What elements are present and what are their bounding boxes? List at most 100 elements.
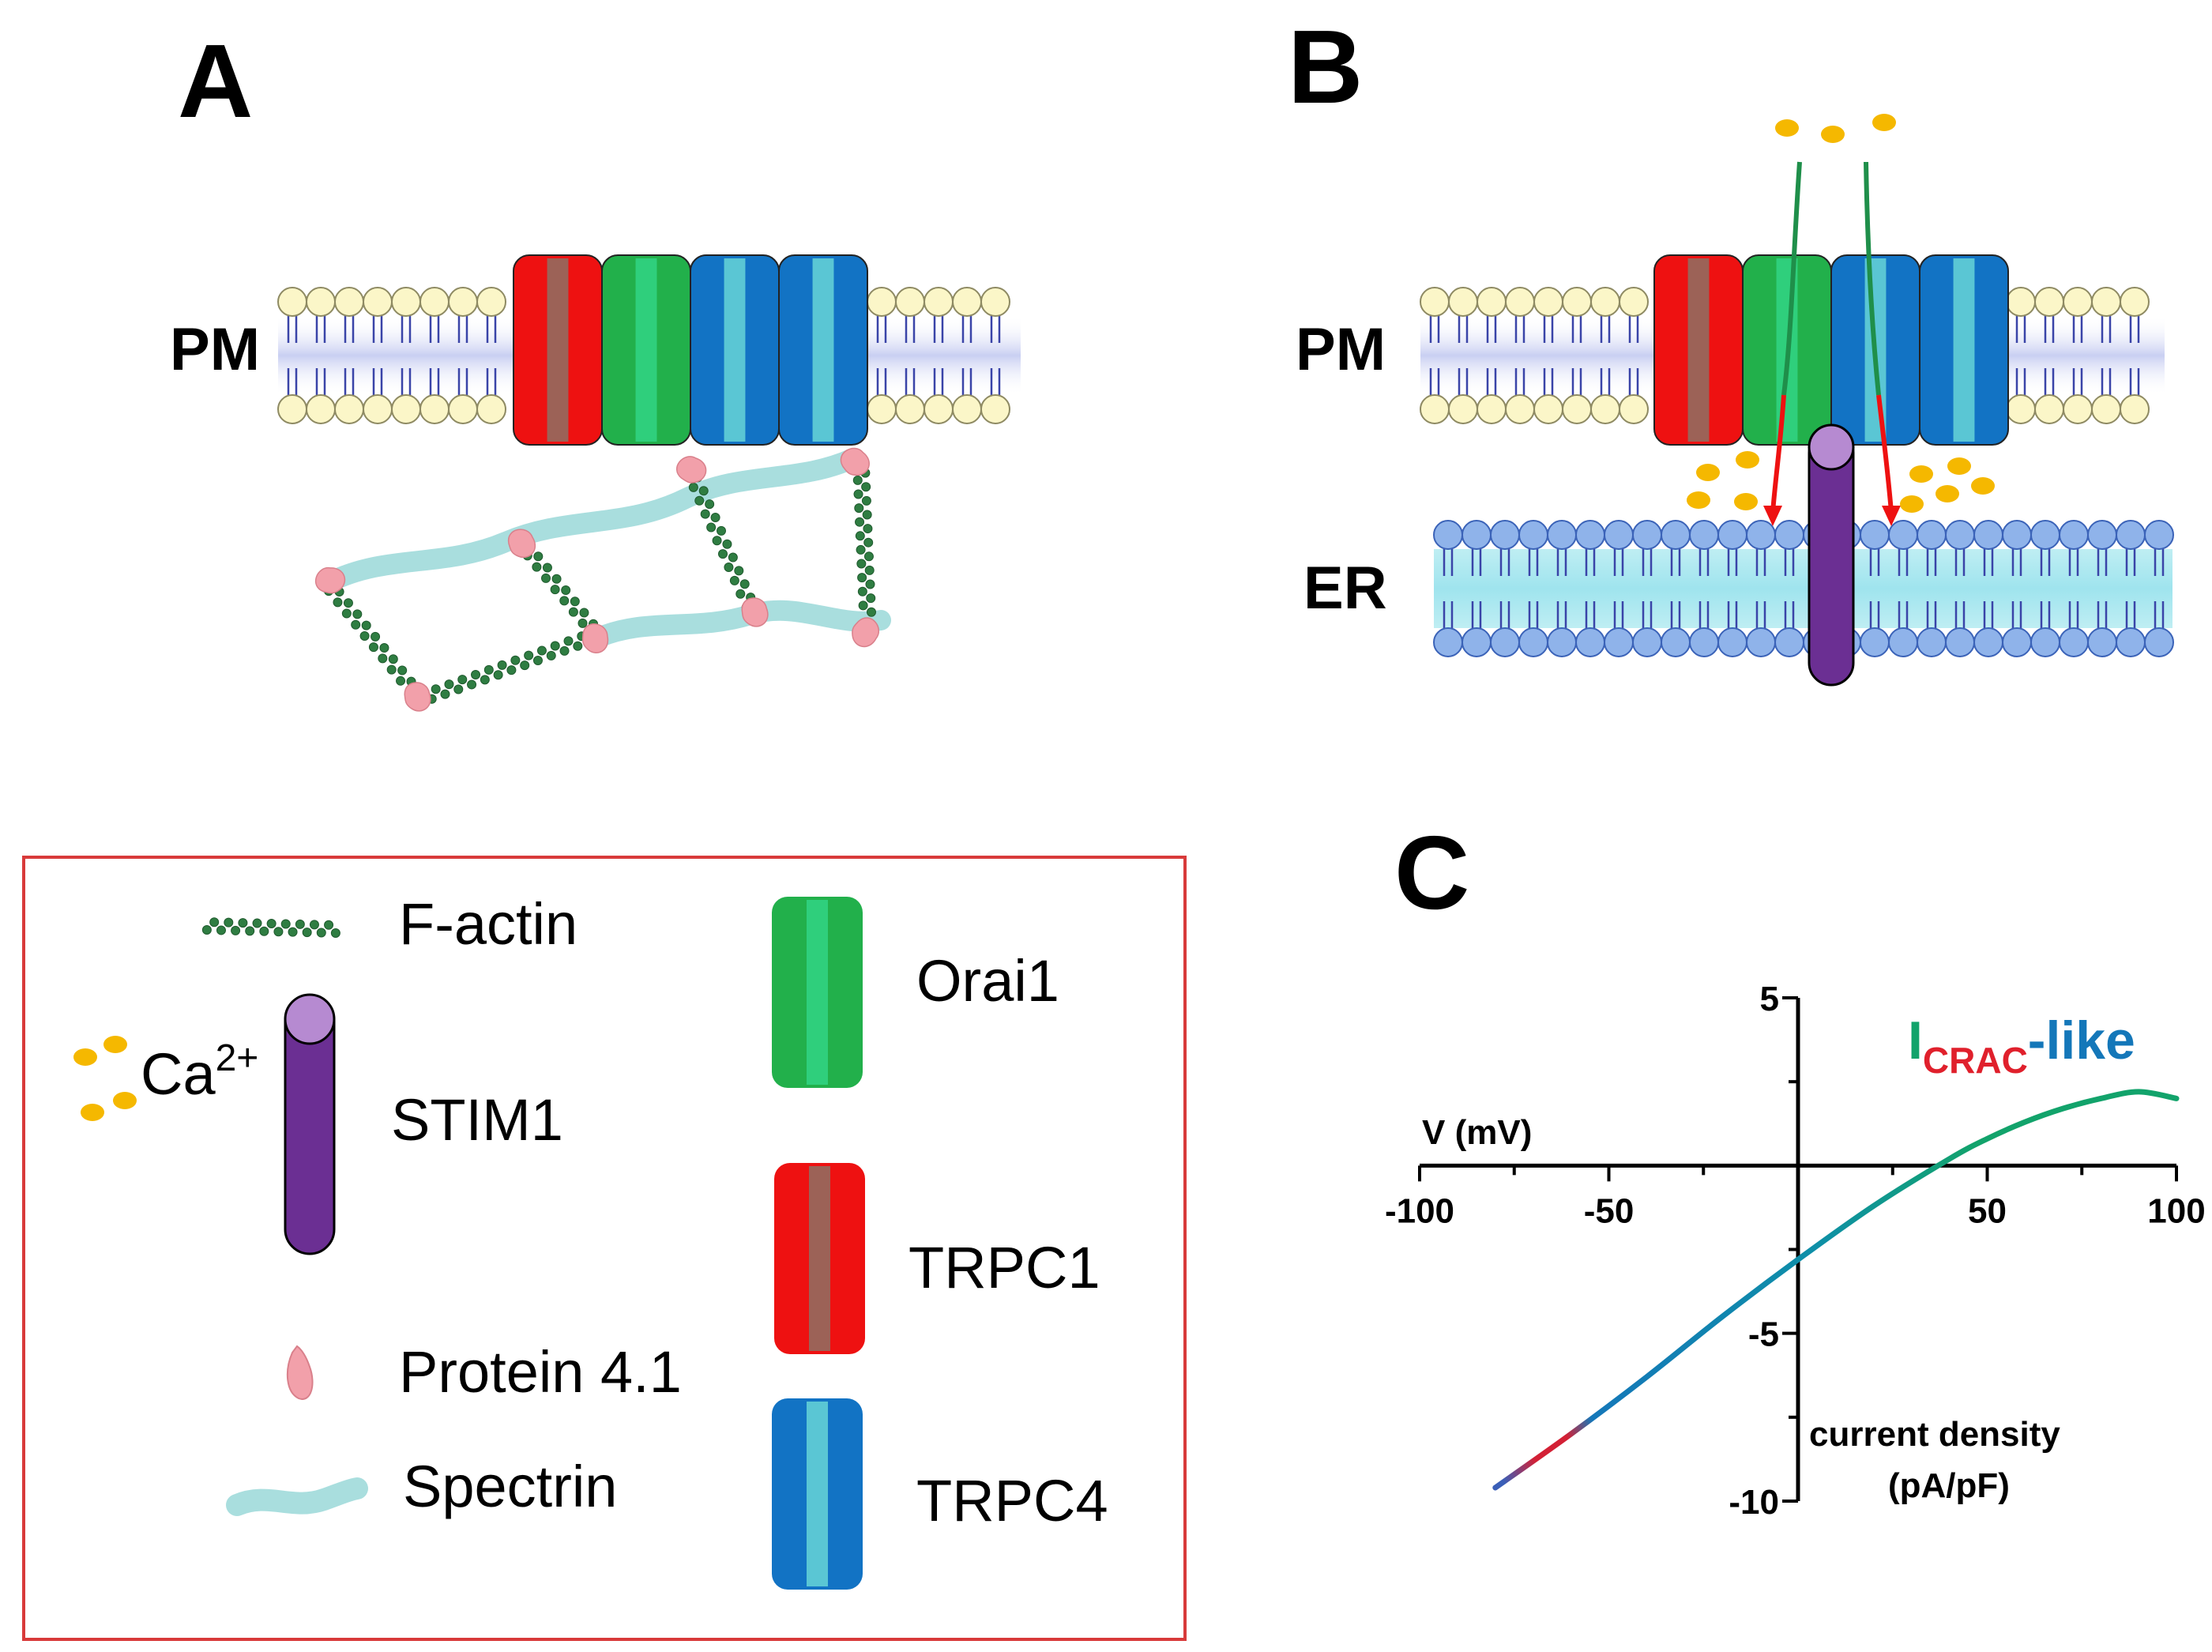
lipid-head <box>1717 520 1747 550</box>
actin-monomer <box>866 607 876 617</box>
lipid-tail <box>1471 601 1482 628</box>
lipid-tail <box>486 368 497 395</box>
lipid-head <box>867 287 897 317</box>
stim1-swatch <box>284 993 336 1255</box>
lipid-head <box>1433 627 1463 657</box>
lipid-head <box>1632 627 1662 657</box>
lipid-tail <box>1543 368 1554 395</box>
lipid-head <box>2116 627 2146 657</box>
actin-monomer <box>550 641 560 651</box>
actin-monomer <box>542 563 552 573</box>
lipid-head <box>476 394 506 424</box>
lipid-tail <box>1898 601 1909 628</box>
lipid-head <box>391 287 421 317</box>
actin-monomer <box>371 631 381 642</box>
actin-monomer <box>862 510 872 520</box>
actin-monomer <box>551 574 562 584</box>
lipid-head <box>1462 627 1492 657</box>
lipid-tail <box>1556 549 1567 576</box>
trpc1-subunit <box>513 254 603 446</box>
bilayer-core <box>2007 316 2165 395</box>
actin-monomer <box>352 609 363 619</box>
swatch-pore <box>809 1166 830 1351</box>
panel-a-pm-label: PM <box>170 316 260 383</box>
lipid-tail <box>401 316 412 343</box>
lipid-tail <box>2015 368 2026 395</box>
calcium-ion <box>1696 464 1720 481</box>
calcium-ion <box>1971 477 1995 495</box>
actin-monomer <box>722 539 732 549</box>
actin-monomer <box>506 665 517 675</box>
legend-factin-label: F-actin <box>399 891 577 957</box>
lipid-head <box>1505 287 1535 317</box>
actin-monomer <box>324 920 334 930</box>
lipid-tail <box>372 316 383 343</box>
lipid-tail <box>2129 368 2140 395</box>
actin-monomer <box>717 525 727 536</box>
y-tick-label: 5 <box>1760 980 1779 1018</box>
lipid-tail <box>1458 316 1469 343</box>
actin-monomer <box>532 656 543 666</box>
actin-monomer <box>573 641 583 651</box>
series-label-sub: CRAC <box>1923 1040 2028 1081</box>
trpc4-subunit-pore <box>724 258 746 442</box>
lipid-tail <box>2125 549 2136 576</box>
lipid-head <box>1490 627 1520 657</box>
lipid-head <box>277 394 307 424</box>
lipid-tail <box>990 316 1001 343</box>
actin-monomer <box>252 918 262 928</box>
trpc4-subunit <box>1919 254 2009 446</box>
bilayer-core <box>1434 549 2172 628</box>
plasma-membrane-a-left <box>277 287 514 424</box>
orai1-swatch <box>772 897 863 1088</box>
calcium-text: Ca <box>141 1041 216 1107</box>
lipid-head <box>1590 394 1620 424</box>
lipid-tail <box>2011 549 2022 576</box>
y-axis-title-line2: (pA/pF) <box>1888 1466 2010 1505</box>
lipid-head <box>363 394 393 424</box>
actin-monomer <box>341 608 352 619</box>
lipid-tail <box>1585 549 1596 576</box>
actin-monomer <box>559 596 570 606</box>
calcium-ion <box>1909 465 1933 483</box>
trpc4-subunit-pore <box>812 258 834 442</box>
lipid-tail <box>1528 549 1539 576</box>
actin-monomer <box>579 608 589 618</box>
lipid-tail <box>876 368 887 395</box>
bilayer-core <box>867 316 1021 395</box>
calcium-superscript: 2+ <box>216 1037 259 1079</box>
actin-monomer <box>559 645 570 656</box>
lipid-tail <box>2125 601 2136 628</box>
channel-complex-a <box>513 254 868 446</box>
actin-monomer <box>688 482 698 492</box>
lipid-head <box>1717 627 1747 657</box>
legend-trpc4-label: TRPC4 <box>916 1468 1108 1533</box>
lipid-head <box>1448 394 1478 424</box>
lipid-head <box>334 394 364 424</box>
lipid-tail <box>1429 316 1440 343</box>
lipid-head <box>2087 627 2117 657</box>
influx-path-right-red <box>1876 394 1894 513</box>
actin-monomer <box>245 926 255 936</box>
lipid-tail <box>1983 549 1994 576</box>
lipid-head <box>1661 520 1691 550</box>
lipid-tail <box>1528 601 1539 628</box>
lipid-head <box>1462 520 1492 550</box>
actin-monomer <box>577 618 588 628</box>
lipid-tail <box>2097 601 2108 628</box>
lipid-tail <box>1613 601 1624 628</box>
lipid-tail <box>457 316 468 343</box>
actin-monomer <box>728 552 738 563</box>
channel-complex-b <box>1653 254 2009 446</box>
lipid-head <box>1477 287 1507 317</box>
actin-monomer <box>853 489 863 499</box>
lipid-tail <box>1670 549 1681 576</box>
lipid-tail <box>429 368 440 395</box>
lipid-head <box>867 394 897 424</box>
actin-monomer <box>705 499 715 510</box>
actin-monomer <box>856 544 866 555</box>
lipid-head <box>952 394 982 424</box>
actin-monomer <box>280 919 291 929</box>
lipid-head <box>1533 287 1563 317</box>
actin-monomer <box>330 928 340 938</box>
